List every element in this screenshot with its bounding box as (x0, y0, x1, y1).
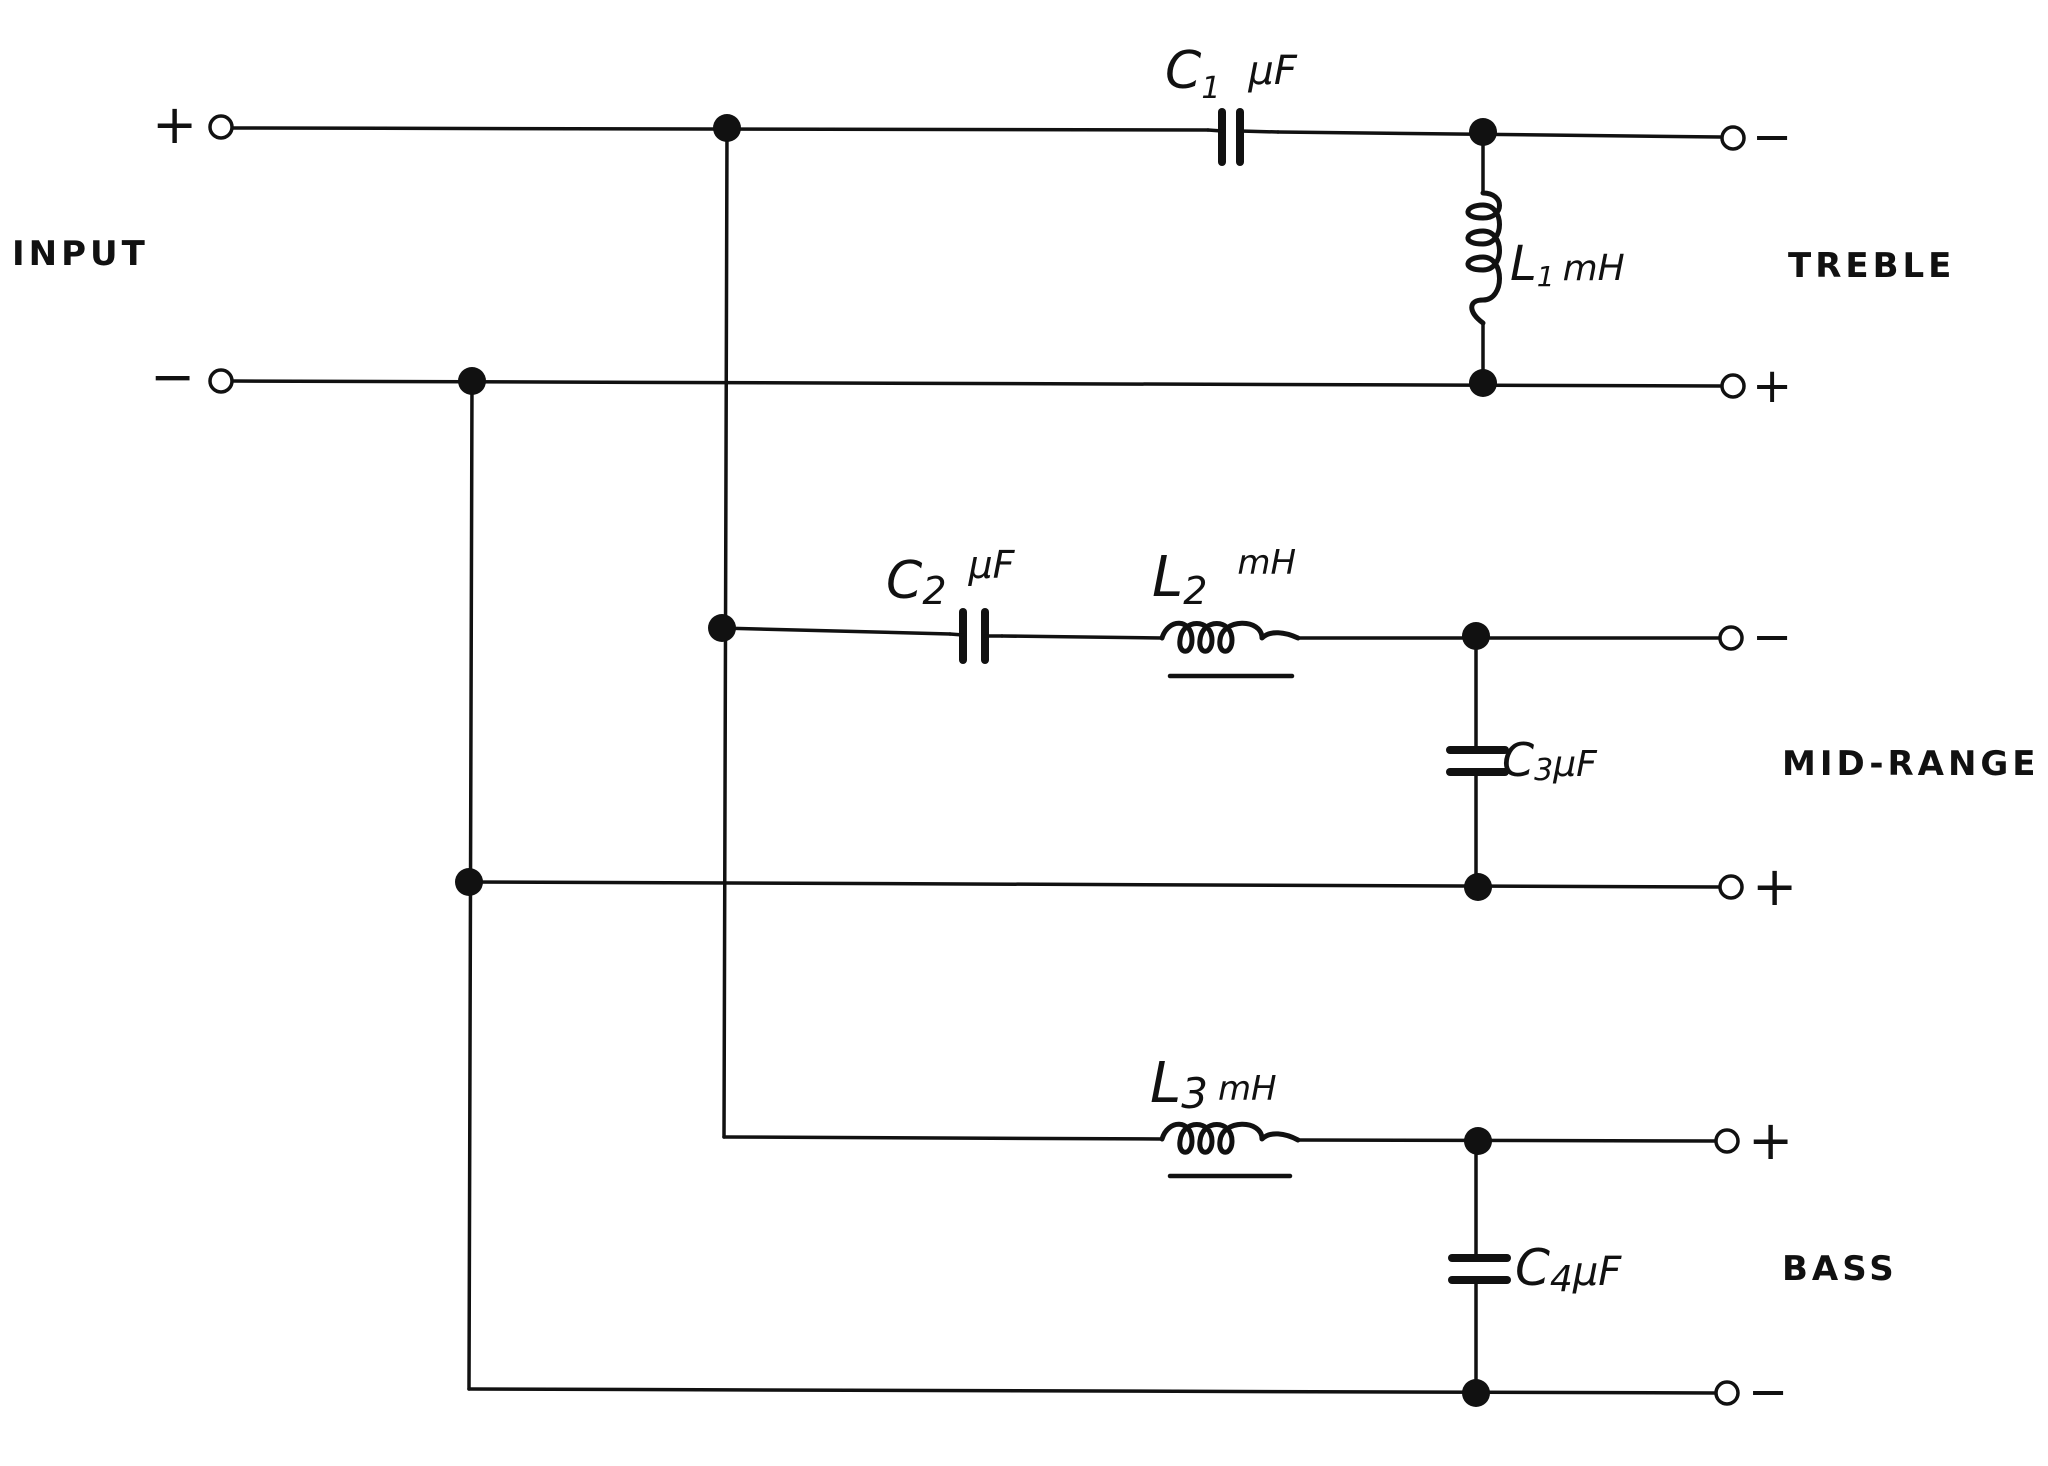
junction-dot (455, 868, 483, 896)
input-label: INPUT (12, 234, 149, 274)
junction-dot (713, 114, 741, 142)
wire-mid-c2-l2 (1000, 634, 1164, 640)
c3-label: C3µF (1502, 733, 1598, 788)
inductor-l1 (1465, 190, 1502, 326)
junction-dot (1469, 369, 1497, 397)
terminal-bass-bottom (1714, 1380, 1740, 1406)
capacitor-c1 (1206, 108, 1280, 166)
mid-bottom-sign: + (1752, 855, 1797, 918)
capacitor-c4 (1448, 1254, 1511, 1284)
terminal-input-minus (208, 368, 234, 394)
terminal-treble-bottom (1720, 373, 1746, 399)
inductor-l2 (1159, 620, 1301, 679)
l2-label: L2mH (1152, 543, 1296, 613)
inductor-l3 (1159, 1121, 1301, 1179)
junction-dot (1462, 1379, 1490, 1407)
wire-bass-feed (722, 1135, 1164, 1141)
junction-dot (708, 614, 736, 642)
wire-bass-top (1296, 1138, 1718, 1143)
wire-mid-bottom (467, 880, 1722, 889)
terminal-input-plus (208, 114, 234, 140)
capacitor-c2 (948, 608, 1004, 664)
wire-mid-feed (718, 626, 952, 636)
bass-bottom-sign: − (1748, 1364, 1788, 1420)
terminal-treble-top (1720, 125, 1746, 151)
input-plus-sign: + (152, 93, 197, 156)
capacitor-c3 (1446, 746, 1509, 776)
input-minus-sign: − (150, 345, 195, 408)
c4-label: C4µF (1515, 1239, 1622, 1300)
wire-treble-top (1276, 130, 1722, 139)
junction-dot (1469, 118, 1497, 146)
mid-top-sign: − (1752, 609, 1792, 665)
junction-dot (1464, 873, 1492, 901)
terminals (208, 114, 1746, 1406)
bass-label: BASS (1782, 1249, 1898, 1289)
treble-top-sign: − (1752, 109, 1792, 165)
junction-dot (1464, 1127, 1492, 1155)
terminal-bass-top (1714, 1128, 1740, 1154)
junctions (455, 114, 1497, 1407)
mid-range-label: MID-RANGE (1782, 744, 2040, 784)
junction-dot (458, 367, 486, 395)
terminal-mid-bottom (1718, 874, 1744, 900)
c2-label: C2µF (886, 543, 1016, 613)
terminal-mid-top (1718, 625, 1744, 651)
treble-label: TREBLE (1788, 246, 1955, 286)
treble-bottom-sign: + (1752, 358, 1792, 414)
junction-dot (1462, 622, 1490, 650)
wire-bass-bottom (467, 1387, 1718, 1395)
wires (230, 126, 1722, 1395)
bass-top-sign: + (1748, 1109, 1793, 1172)
